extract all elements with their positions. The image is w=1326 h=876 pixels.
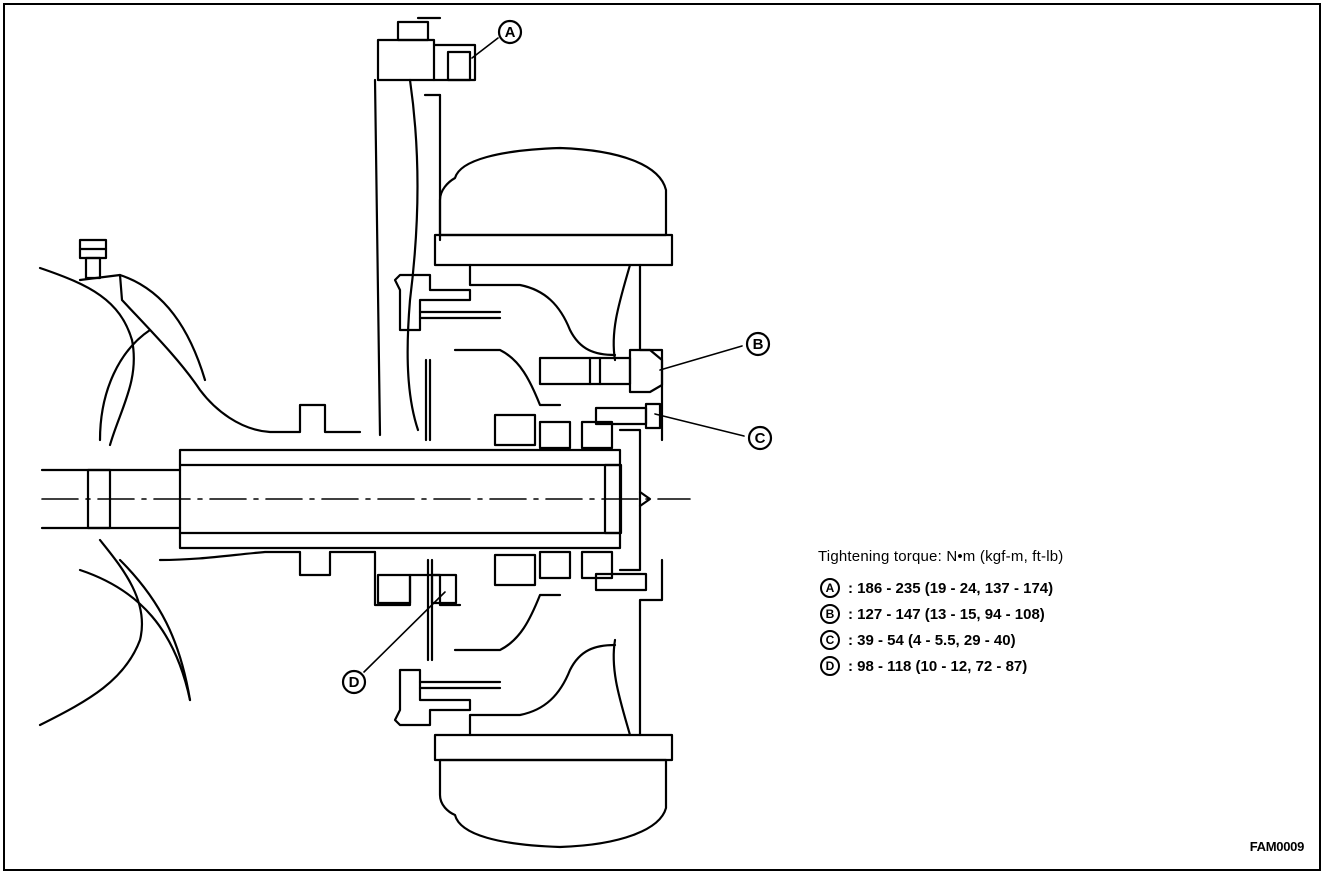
housing-outline <box>38 266 377 727</box>
hub-and-disc <box>393 146 674 849</box>
leader-lines <box>363 37 745 673</box>
callout-b-label: B <box>753 336 764 353</box>
figure-code: FAM0009 <box>1249 839 1305 854</box>
legend-row-a: A : 186 - 235 (19 - 24, 137 - 174) <box>818 575 1298 601</box>
legend-text-d: : 98 - 118 (10 - 12, 72 - 87) <box>848 657 1028 675</box>
wheel-bearings <box>493 413 642 587</box>
strut-arm <box>373 16 477 437</box>
legend-text-b: : 127 - 147 (13 - 15, 94 - 108) <box>848 605 1045 623</box>
legend-row-b: B : 127 - 147 (13 - 15, 94 - 108) <box>818 601 1298 627</box>
callout-a-label: A <box>505 24 516 41</box>
legend-text-a: : 186 - 235 (19 - 24, 137 - 174) <box>848 579 1054 597</box>
callout-a: A <box>497 19 523 45</box>
callout-b: B <box>745 331 771 357</box>
callout-c-label: C <box>755 430 766 447</box>
legend-mark-b: B <box>820 604 840 624</box>
legend-mark-a: A <box>820 578 840 598</box>
callout-d-label: D <box>349 674 360 691</box>
legend-row-c: C : 39 - 54 (4 - 5.5, 29 - 40) <box>818 627 1298 653</box>
callout-d: D <box>341 669 367 695</box>
legend-text-c: : 39 - 54 (4 - 5.5, 29 - 40) <box>848 631 1016 649</box>
axle-shaft <box>40 448 691 550</box>
wheel-stud-c <box>594 402 662 592</box>
hub-bolt-b <box>538 348 664 394</box>
torque-legend: Tightening torque: N•m (kgf-m, ft-lb) A … <box>818 548 1298 679</box>
legend-title: Tightening torque: N•m (kgf-m, ft-lb) <box>818 548 1064 565</box>
legend-mark-d: D <box>820 656 840 676</box>
lower-knuckle <box>373 358 462 662</box>
callout-c: C <box>747 425 773 451</box>
legend-row-d: D : 98 - 118 (10 - 12, 72 - 87) <box>818 653 1298 679</box>
legend-mark-c: C <box>820 630 840 650</box>
housing-top-bolt <box>78 238 108 280</box>
